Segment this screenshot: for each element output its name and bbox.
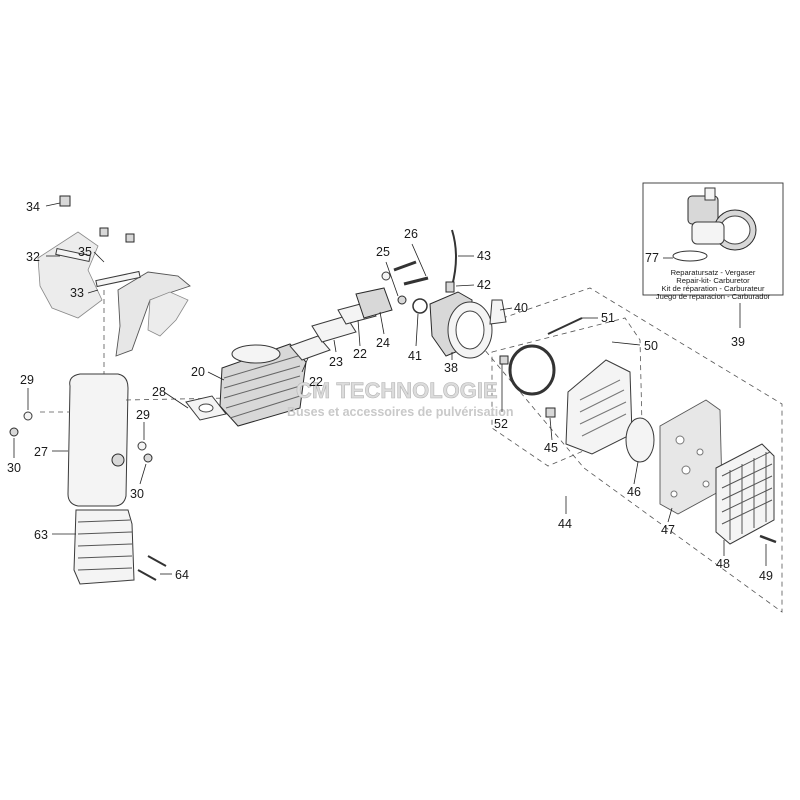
muffler-guard-63 (73, 509, 135, 585)
callout-27: 27 (34, 445, 48, 459)
filter-element-46 (625, 417, 655, 463)
callout-63: 63 (34, 528, 48, 542)
bracket-plate-33 (95, 270, 141, 288)
air-filter-housing-50 (565, 359, 633, 455)
callout-38: 38 (444, 361, 458, 375)
bolts-25-26 (381, 260, 429, 305)
leader-lines (13, 202, 767, 575)
screw-35a (99, 227, 109, 237)
callout-22-b: 22 (353, 347, 367, 361)
callout-44: 44 (558, 517, 572, 531)
screw-35b (125, 233, 135, 243)
handle-frame (37, 195, 191, 380)
exhaust-gasket-28 (185, 395, 227, 421)
callout-30-right: 30 (130, 487, 144, 501)
callout-30-left: 30 (7, 461, 21, 475)
callout-77: 77 (645, 251, 659, 265)
callout-47: 47 (661, 523, 675, 537)
callout-26: 26 (404, 227, 418, 241)
callout-34: 34 (26, 200, 40, 214)
callout-25: 25 (376, 245, 390, 259)
repair-kit-inset: 77 Reparatursatz - Vergaser Repair-kit- … (642, 182, 784, 349)
callout-20: 20 (191, 365, 205, 379)
callout-43: 43 (477, 249, 491, 263)
washers-29-30-left (9, 411, 33, 437)
callout-29-right: 29 (136, 408, 150, 422)
callout-33: 33 (70, 286, 84, 300)
watermark: CM TECHNOLOGIE Buses et accessoires de p… (287, 378, 514, 419)
callout-64: 64 (175, 568, 189, 582)
screws-64 (137, 555, 167, 581)
callout-51: 51 (601, 311, 615, 325)
cable-adjuster-42 (445, 281, 455, 293)
callout-29-left: 29 (20, 373, 34, 387)
watermark-subtitle: Buses et accessoires de pulvérisation (287, 405, 514, 419)
callout-22-a: 22 (309, 375, 323, 389)
clamp-52 (499, 344, 556, 396)
cap-40 (489, 299, 507, 325)
cylinder-20 (219, 343, 307, 427)
callout-46: 46 (627, 485, 641, 499)
repair-kit-title-fr: Kit de réparation - Carburateur (662, 284, 765, 293)
watermark-title: CM TECHNOLOGIE (296, 378, 498, 403)
callout-39: 39 (731, 335, 745, 349)
callout-35: 35 (78, 245, 92, 259)
bracket-plate-32 (55, 247, 91, 263)
callout-40: 40 (514, 301, 528, 315)
callout-48: 48 (716, 557, 730, 571)
callout-23: 23 (329, 355, 343, 369)
foam-filter-47 (659, 399, 723, 515)
screw-49 (759, 534, 777, 544)
o-ring-41 (412, 298, 428, 314)
repair-kit-title-es: Juego de reparacion - Carburador (656, 292, 771, 301)
screw-34 (59, 195, 71, 207)
nut-45 (545, 407, 556, 418)
throttle-cable-43 (451, 229, 457, 287)
callout-49: 49 (759, 569, 773, 583)
repair-kit-title-en: Repair-kit- Carburetor (676, 276, 750, 285)
repair-kit-title-de: Reparatursatz - Vergaser (671, 268, 756, 277)
callout-24: 24 (376, 336, 390, 350)
callout-45: 45 (544, 441, 558, 455)
intake-gasket-22a (289, 335, 331, 361)
carburetor-38 (429, 291, 493, 359)
washers-29-30-right (137, 441, 153, 463)
callout-52: 52 (494, 417, 508, 431)
screw-51 (547, 317, 583, 335)
muffler-27 (40, 373, 231, 507)
filter-grid-cover-48 (715, 443, 775, 545)
callout-32: 32 (26, 250, 40, 264)
air-filter-assembly-outline (467, 287, 783, 613)
inset-carburetor-illustration (672, 187, 757, 262)
callout-41: 41 (408, 349, 422, 363)
callout-numbers: 34 35 32 33 29 30 27 29 30 28 20 22 23 2… (7, 200, 773, 583)
callout-50: 50 (644, 339, 658, 353)
callout-42: 42 (477, 278, 491, 292)
intake-manifold-24 (355, 287, 393, 319)
callout-28: 28 (152, 385, 166, 399)
